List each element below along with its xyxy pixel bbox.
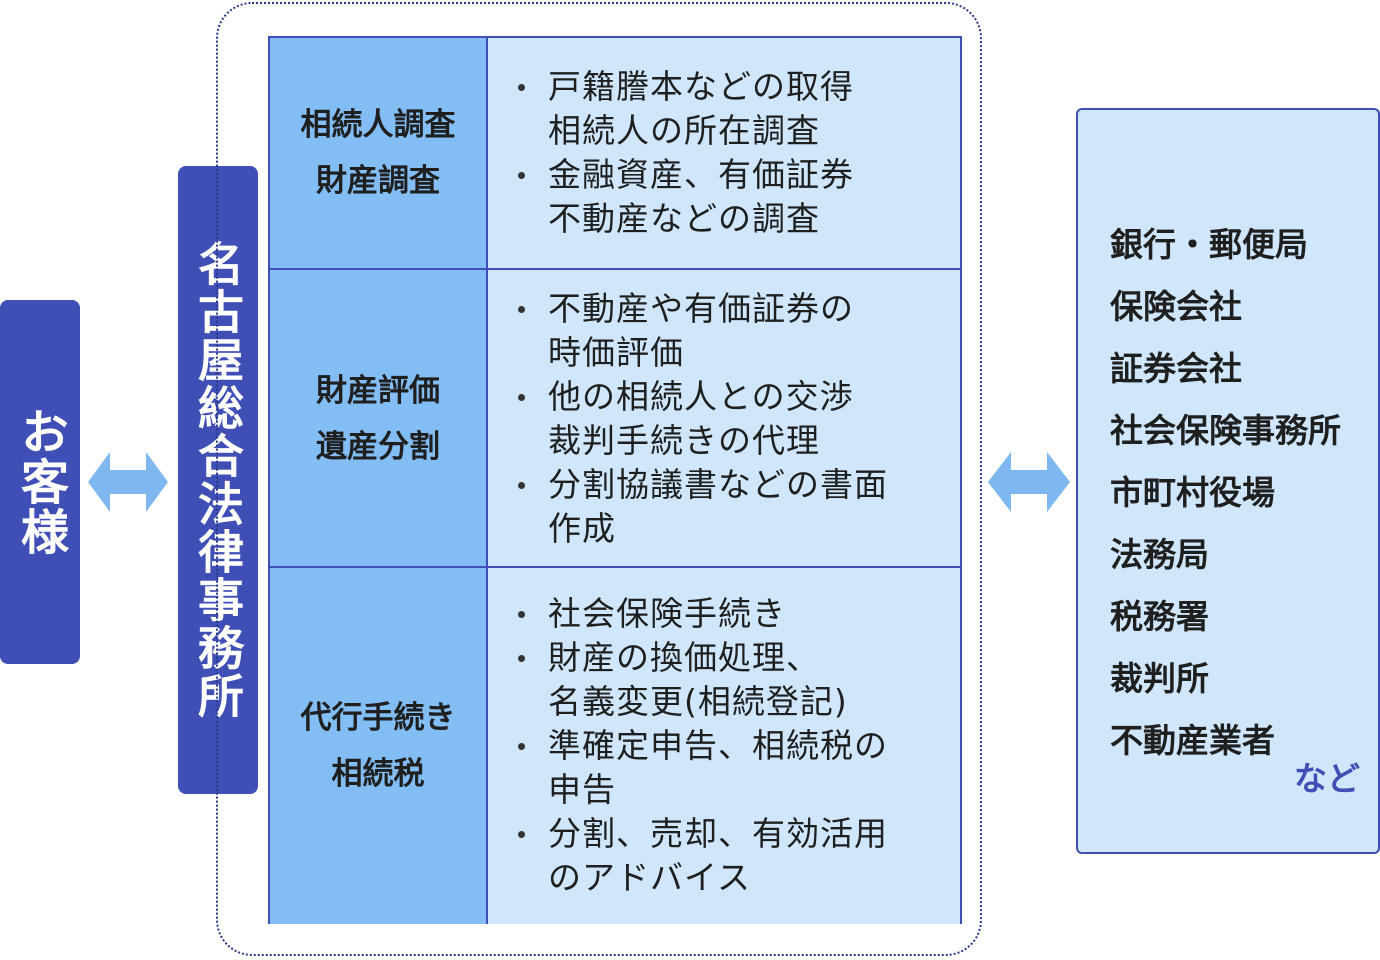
service-item: 社会保険手続き (518, 592, 960, 636)
double-headed-arrow-icon (88, 452, 168, 512)
services-table: 相続人調査 財産調査 戸籍謄本などの取得 相続人の所在調査 金融資産、有価証券 … (268, 36, 962, 924)
service-item-line: 他の相続人との交渉 (548, 377, 854, 416)
service-item: 分割、売却、有効活用 のアドバイス (518, 812, 960, 900)
service-item: 財産の換価処理、 名義変更(相続登記) (518, 636, 960, 724)
service-item-line: 分割協議書などの書面 (548, 465, 888, 504)
customer-box: お客様 (0, 300, 80, 664)
partners-list: 銀行・郵便局 保険会社 証券会社 社会保険事務所 市町村役場 法務局 税務署 裁… (1110, 214, 1341, 772)
partner-item: 証券会社 (1110, 349, 1242, 388)
service-item-line: 裁判手続きの代理 (548, 421, 820, 460)
service-item-line: 申告 (548, 770, 616, 809)
service-item: 不動産や有価証券の 時価評価 (518, 287, 960, 375)
service-category: 相続人調査 財産調査 (270, 38, 488, 268)
office-scope-frame (216, 2, 982, 956)
partner-item: 銀行・郵便局 (1110, 225, 1308, 264)
partner-item: 裁判所 (1110, 659, 1209, 698)
service-row: 代行手続き 相続税 社会保険手続き 財産の換価処理、 名義変更(相続登記) 準確… (270, 566, 960, 924)
category-line: 財産調査 (316, 163, 440, 199)
service-item: 他の相続人との交渉 裁判手続きの代理 (518, 375, 960, 463)
category-line: 代行手続き (300, 700, 456, 736)
service-item-line: 社会保険手続き (548, 594, 786, 633)
double-headed-arrow-icon (988, 452, 1070, 512)
service-item-line: 不動産などの調査 (548, 199, 820, 238)
service-category: 代行手続き 相続税 (270, 568, 488, 924)
service-item-line: 不動産や有価証券の (548, 289, 854, 328)
service-details: 不動産や有価証券の 時価評価 他の相続人との交渉 裁判手続きの代理 分割協議書な… (488, 270, 960, 568)
partner-item: 税務署 (1110, 597, 1209, 636)
partner-item: 社会保険事務所 (1110, 411, 1341, 450)
service-item: 分割協議書などの書面 作成 (518, 463, 960, 551)
law-office-label: 名古屋総合法律事務所 (191, 240, 245, 720)
partners-etc-label: など (1294, 759, 1360, 798)
category-line: 相続人調査 (300, 107, 456, 143)
service-item-line: 財産の換価処理、 (548, 638, 820, 677)
service-item-line: 作成 (548, 509, 616, 548)
service-item-line: 時価評価 (548, 333, 684, 372)
partners-box: 銀行・郵便局 保険会社 証券会社 社会保険事務所 市町村役場 法務局 税務署 裁… (1076, 108, 1380, 854)
service-details: 戸籍謄本などの取得 相続人の所在調査 金融資産、有価証券 不動産などの調査 (488, 38, 960, 268)
service-details: 社会保険手続き 財産の換価処理、 名義変更(相続登記) 準確定申告、相続税の 申… (488, 568, 960, 924)
service-item: 戸籍謄本などの取得 相続人の所在調査 (518, 65, 960, 153)
service-item: 準確定申告、相続税の 申告 (518, 724, 960, 812)
service-item-line: 相続人の所在調査 (548, 111, 820, 150)
customer-label: お客様 (12, 407, 68, 557)
service-category: 財産評価 遺産分割 (270, 270, 488, 568)
law-office-box: 名古屋総合法律事務所 (178, 166, 258, 794)
service-item-line: 金融資産、有価証券 (548, 155, 854, 194)
partner-item: 法務局 (1110, 535, 1209, 574)
category-line: 財産評価 (316, 373, 440, 409)
category-line: 遺産分割 (316, 429, 440, 465)
service-row: 財産評価 遺産分割 不動産や有価証券の 時価評価 他の相続人との交渉 裁判手続き… (270, 268, 960, 568)
service-item-line: 名義変更(相続登記) (548, 682, 848, 721)
service-item-line: 準確定申告、相続税の (548, 726, 888, 765)
partner-item: 市町村役場 (1110, 473, 1275, 512)
category-line: 相続税 (331, 756, 425, 792)
partner-item: 保険会社 (1110, 287, 1242, 326)
service-item-line: のアドバイス (548, 858, 752, 897)
service-item-line: 戸籍謄本などの取得 (548, 67, 854, 106)
partner-item: 不動産業者 (1110, 721, 1275, 760)
service-item: 金融資産、有価証券 不動産などの調査 (518, 153, 960, 241)
service-row: 相続人調査 財産調査 戸籍謄本などの取得 相続人の所在調査 金融資産、有価証券 … (270, 38, 960, 268)
service-item-line: 分割、売却、有効活用 (548, 814, 888, 853)
